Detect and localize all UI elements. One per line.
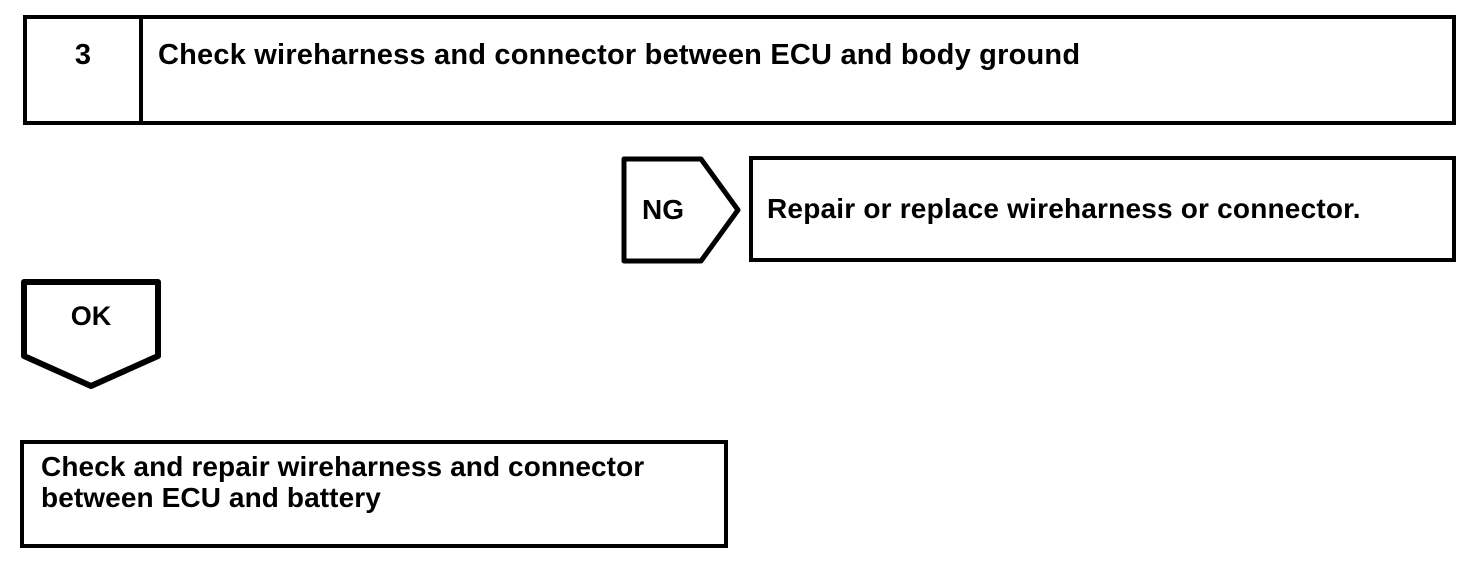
ok-label: OK (70, 301, 112, 331)
ng-branch-arrow: NG (621, 156, 741, 264)
ok-branch-arrow: OK (21, 279, 161, 389)
ng-action-box: Repair or replace wireharness or connect… (749, 156, 1456, 262)
ok-result-line-2: between ECU and battery (41, 481, 381, 513)
step-title: Check wireharness and connector between … (158, 39, 1081, 71)
step-box: 3 Check wireharness and connector betwee… (23, 15, 1456, 125)
ok-result-line-1: Check and repair wireharness and connect… (41, 451, 645, 482)
step-number: 3 (74, 39, 92, 71)
ng-arrow-shape (621, 156, 741, 264)
step-number-cell: 3 (27, 19, 143, 121)
ng-label: NG (642, 194, 684, 225)
ok-arrow-shape (21, 279, 161, 389)
ok-result-box: Check and repair wireharness and connect… (20, 440, 728, 548)
